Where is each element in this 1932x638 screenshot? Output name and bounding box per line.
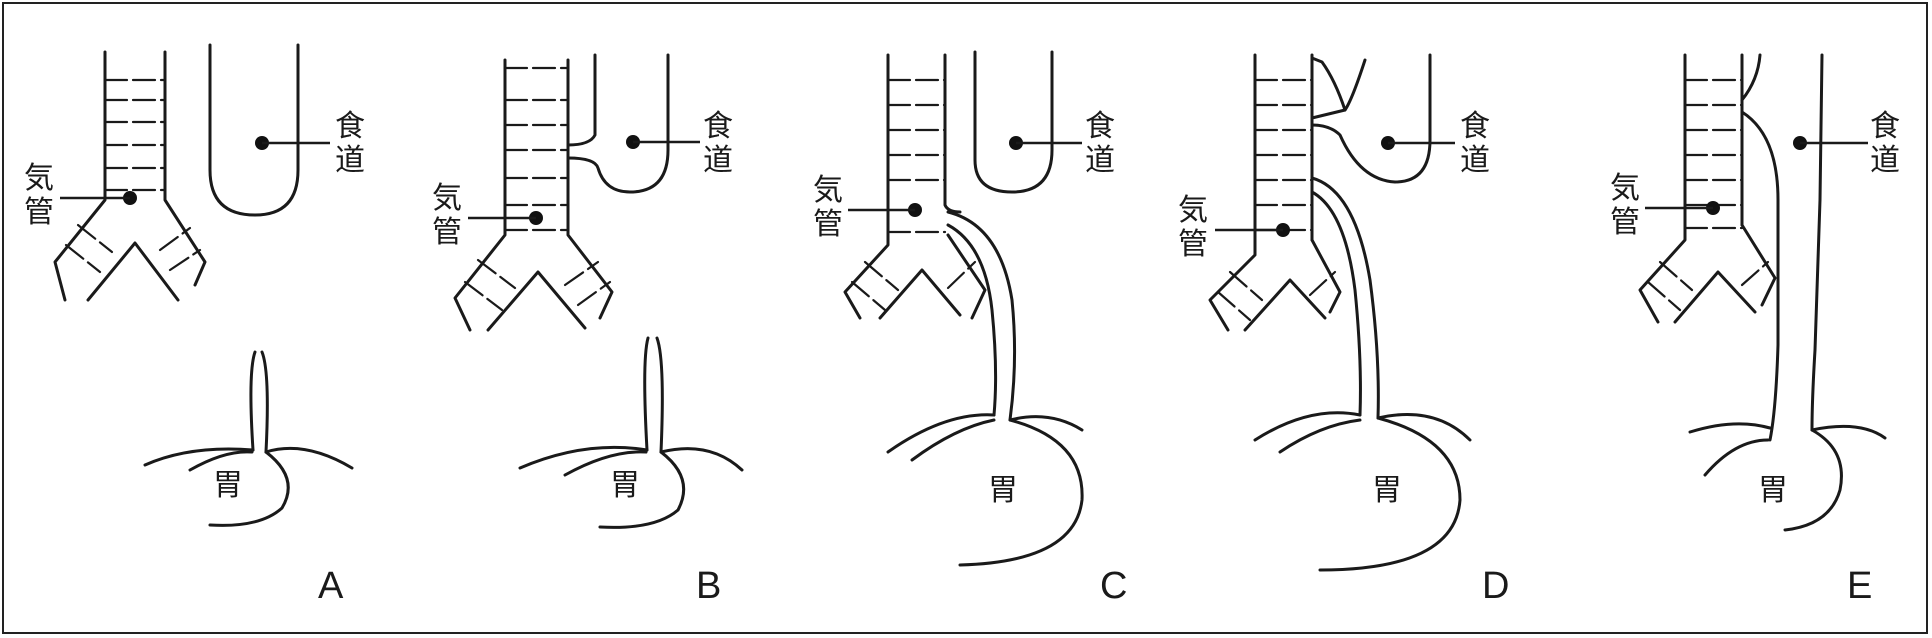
trachea-label-a-1: 気 — [24, 161, 54, 196]
trachea-label-b-2: 管 — [432, 215, 462, 250]
esophagus-label-a-2: 道 — [335, 143, 365, 178]
trachea-b — [453, 58, 614, 332]
trachea-label-c-1: 気 — [813, 173, 843, 208]
esophagus-label-c-1: 食 — [1085, 109, 1115, 144]
tracheoesophageal-fistula-c — [946, 210, 1017, 422]
stomach-c — [886, 413, 1084, 567]
trachea-e — [1638, 53, 1777, 324]
panel-letter-a: A — [318, 565, 344, 607]
trachea-a — [53, 50, 207, 302]
stomach-d — [1253, 411, 1472, 572]
trachea-label-d-2: 管 — [1178, 227, 1208, 262]
stomach-label-a: 胃 — [213, 468, 243, 503]
esophagus-label-b-2: 道 — [703, 143, 733, 178]
tracheoesophageal-fistula-d — [1310, 176, 1380, 420]
esophagus-label-d-2: 道 — [1460, 143, 1490, 178]
trachea-label-d-1: 気 — [1178, 193, 1208, 228]
trachea-label-b-1: 気 — [432, 181, 462, 216]
panel-letter-c: C — [1100, 565, 1127, 607]
esophagus-label-c-2: 道 — [1085, 143, 1115, 178]
stomach-label-d: 胃 — [1372, 473, 1402, 508]
trachea-label-c-2: 管 — [813, 207, 843, 242]
esophagus-label-e-2: 道 — [1870, 143, 1900, 178]
esophagus-upper-b — [566, 53, 670, 194]
esophagus-label-e-1: 食 — [1870, 109, 1900, 144]
trachea-label-e-2: 管 — [1610, 205, 1640, 240]
panel-letter-b: B — [696, 565, 721, 607]
trachea-label-a-2: 管 — [24, 195, 54, 230]
esophagus-upper-c — [973, 50, 1054, 194]
esophagus-label-d-1: 食 — [1460, 109, 1490, 144]
panel-d: 食 道 気 管 胃 D — [1178, 53, 1509, 607]
esophagus-upper-d — [1310, 53, 1432, 184]
stomach-e — [1688, 422, 1887, 532]
esophagus-e — [1740, 53, 1824, 442]
trachea-d — [1208, 53, 1342, 332]
panel-e: 食 道 気 管 胃 E — [1610, 53, 1900, 607]
esophagus-label-a-1: 食 — [335, 109, 365, 144]
trachea-c — [843, 53, 987, 320]
panel-letter-e: E — [1847, 565, 1872, 607]
panel-a: 食 道 気 管 胃 A — [24, 43, 365, 607]
panel-b: 食 道 気 管 胃 B — [432, 53, 744, 607]
trachea-label-e-1: 気 — [1610, 171, 1640, 206]
stomach-a — [143, 350, 354, 527]
panel-letter-d: D — [1482, 565, 1509, 607]
stomach-b — [518, 336, 744, 529]
esophagus-upper-a — [208, 43, 300, 217]
panel-c: 食 道 気 管 胃 C — [813, 50, 1127, 607]
stomach-label-b: 胃 — [610, 468, 640, 503]
esophagus-label-b-1: 食 — [703, 109, 733, 144]
stomach-label-e: 胃 — [1758, 473, 1788, 508]
stomach-label-c: 胃 — [988, 473, 1018, 508]
